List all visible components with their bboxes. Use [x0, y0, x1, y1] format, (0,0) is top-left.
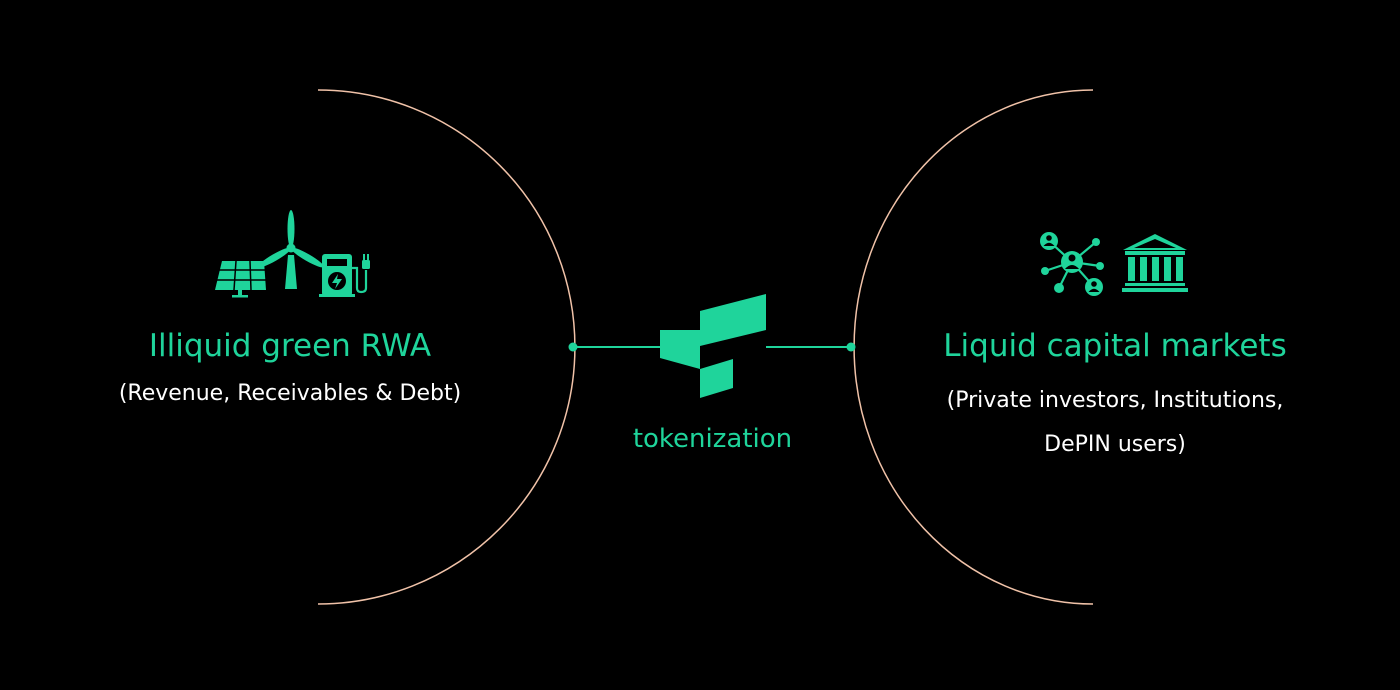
right-connector-dot	[846, 342, 856, 352]
left-title: Illiquid green RWA	[148, 328, 432, 364]
wind-turbine-icon	[257, 210, 325, 289]
ev-charger-icon	[319, 254, 370, 297]
user-network-icon	[1040, 232, 1104, 296]
right-subtitle-line-2: DePIN users)	[1044, 432, 1186, 457]
left-connector-dot	[568, 342, 578, 352]
right-subtitle-line-1: (Private investors, Institutions,	[946, 388, 1284, 413]
right-title: Liquid capital markets	[943, 328, 1287, 364]
solar-panel-icon	[215, 260, 266, 298]
tokenization-label: tokenization	[632, 424, 793, 454]
left-subtitle: (Revenue, Receivables & Debt)	[118, 381, 462, 406]
bank-icon	[1122, 234, 1188, 292]
logo-mark-icon	[660, 294, 766, 398]
right-subtitle: (Private investors, Institutions, DePIN …	[900, 379, 1330, 467]
